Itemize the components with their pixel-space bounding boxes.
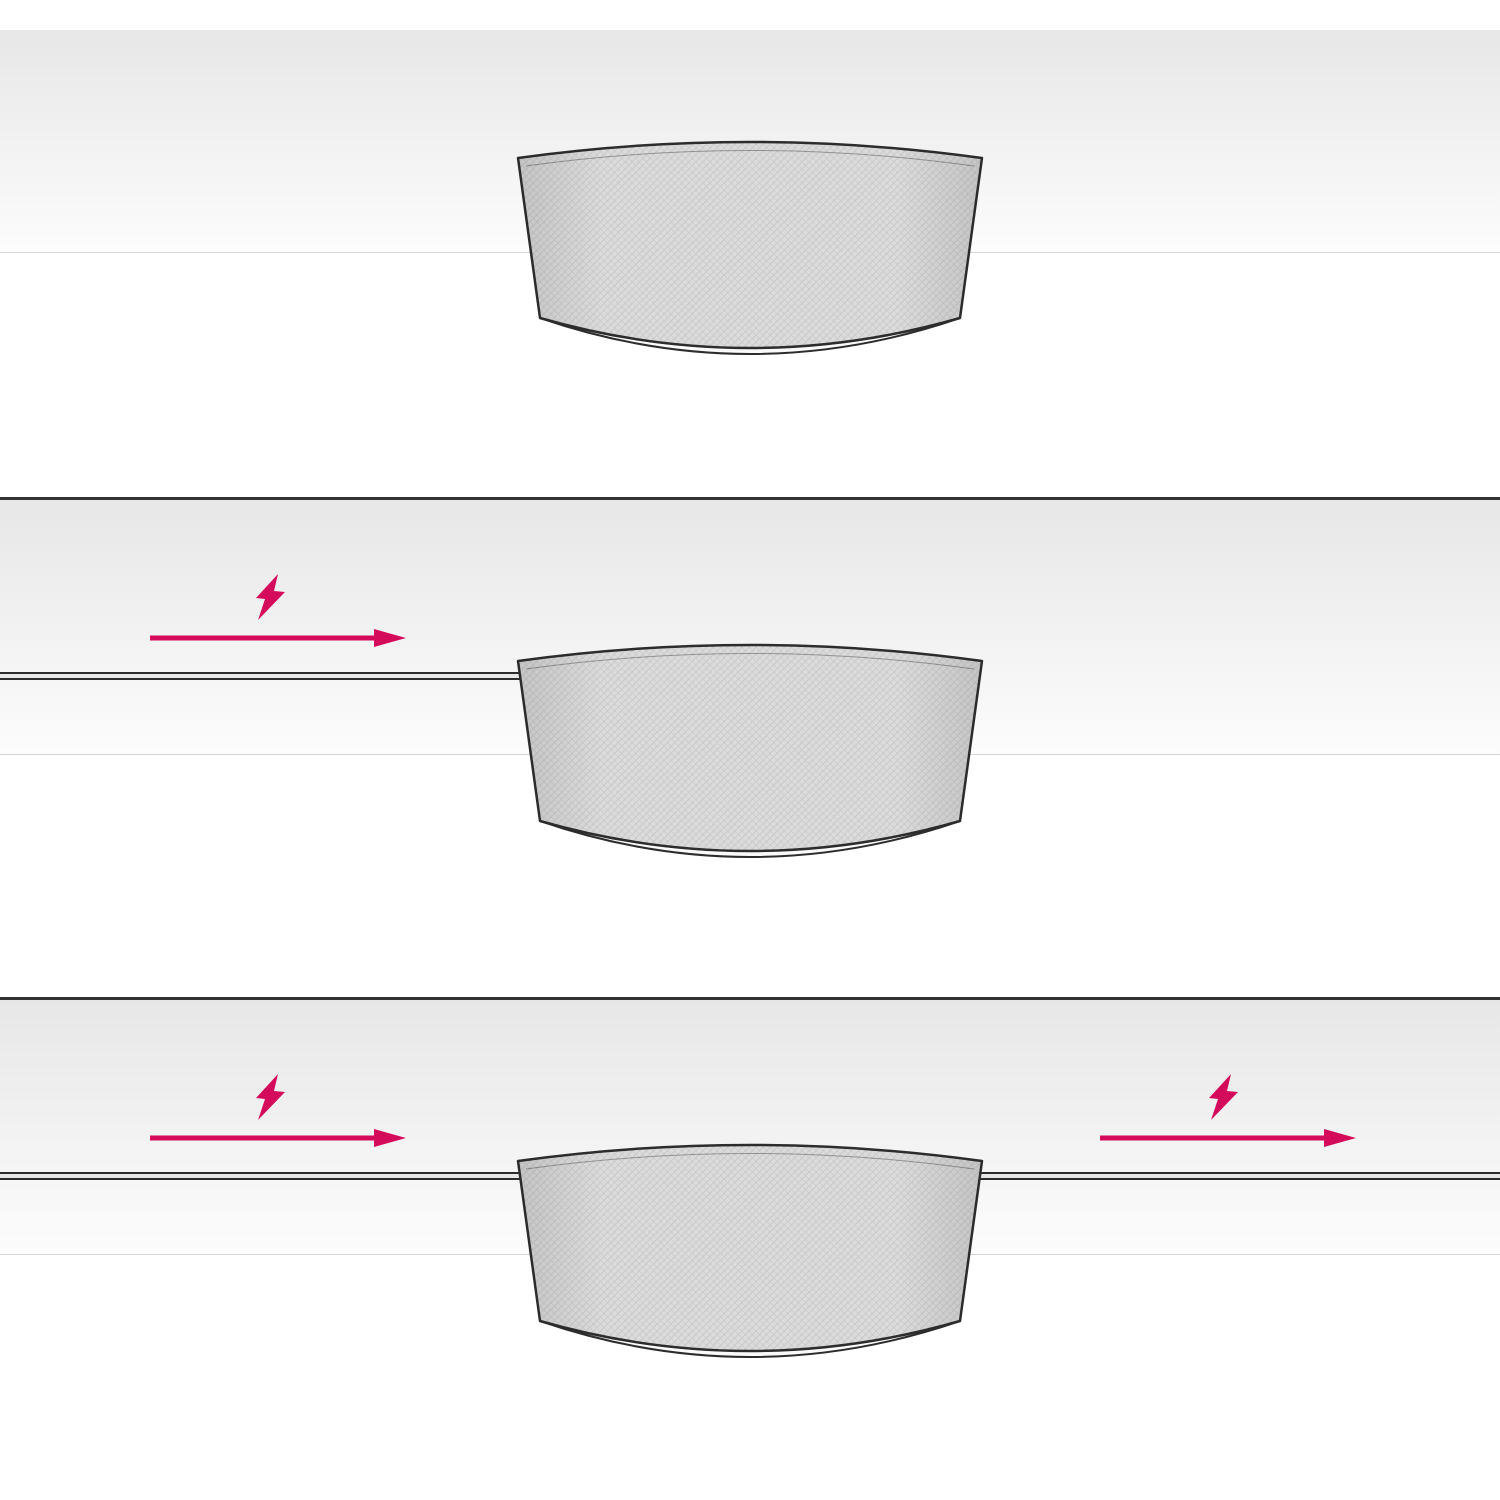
panel-divider [0,997,1500,1000]
right-arrow-icon [1098,1127,1358,1149]
lightning-bolt-icon [253,1074,289,1120]
drum-ceiling-lamp [510,1131,990,1381]
drum-ceiling-lamp [510,128,990,378]
panel-lamp-plain [0,0,1500,497]
lightning-bolt-icon [253,574,289,620]
panel-divider [0,497,1500,500]
drum-ceiling-lamp [510,631,990,881]
lightning-bolt-icon [1206,1074,1242,1120]
panel-lamp-cable-through [0,1000,1500,1500]
power-cable [0,672,752,680]
right-arrow-icon [148,627,408,649]
panel-lamp-cable-left [0,500,1500,997]
right-arrow-icon [148,1127,408,1149]
